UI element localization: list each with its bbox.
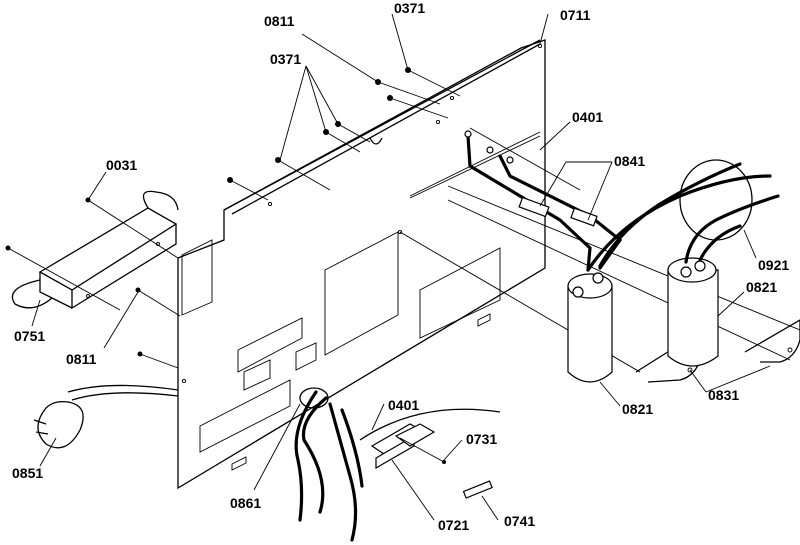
callout-0371-left: 0371	[270, 51, 301, 67]
leader-lines	[31, 13, 771, 521]
callout-0721: 0721	[438, 517, 469, 533]
callout-0751: 0751	[14, 328, 45, 344]
callout-0841: 0841	[614, 153, 645, 169]
callout-0921: 0921	[758, 257, 789, 273]
power-cord	[33, 384, 179, 449]
callout-0741: 0741	[504, 513, 535, 529]
top-screws	[227, 67, 461, 201]
callout-0811-left: 0811	[66, 351, 97, 367]
callout-0811-top: 0811	[264, 13, 295, 29]
callout-0371-top: 0371	[394, 0, 425, 16]
callout-0831: 0831	[708, 387, 739, 403]
callout-0851: 0851	[12, 465, 43, 481]
lower-harness	[294, 387, 501, 542]
back-panel	[177, 39, 546, 490]
callout-0401-top: 0401	[572, 109, 603, 125]
wiring-harness	[464, 130, 780, 272]
callout-0821-left: 0821	[622, 401, 653, 417]
callout-0821-right: 0821	[746, 279, 777, 295]
left-bracket	[5, 190, 181, 369]
callout-0031: 0031	[106, 157, 137, 173]
callout-labels: 0811 0371 0711 0371 0401 0031 0841 0921 …	[12, 0, 789, 533]
callout-0711: 0711	[560, 7, 591, 23]
callout-0401-bottom: 0401	[388, 397, 419, 413]
callout-0861: 0861	[230, 495, 261, 511]
capacitors	[567, 257, 719, 383]
callout-0731: 0731	[466, 431, 497, 447]
